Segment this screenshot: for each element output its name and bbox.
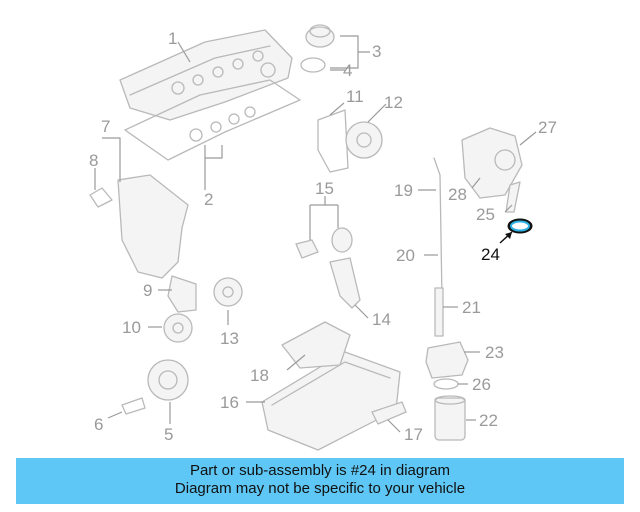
- callout-6: 6: [94, 415, 103, 434]
- callout-1: 1: [168, 29, 177, 48]
- callout-4: 4: [343, 61, 352, 80]
- callout-15: 15: [315, 179, 334, 198]
- oil-filter-assembly: [425, 341, 469, 441]
- callout-18: 18: [250, 366, 269, 385]
- callout-22: 22: [479, 411, 498, 430]
- dipstick-and-tube: [433, 157, 444, 337]
- callout-13: 13: [220, 329, 239, 348]
- banner-line-1: Part or sub-assembly is #24 in diagram: [189, 462, 451, 479]
- highlighted-seal-24: [507, 218, 533, 234]
- callout-19: 19: [394, 181, 413, 200]
- callout-14: 14: [372, 310, 391, 329]
- timing-belt-and-sprocket: [317, 109, 383, 173]
- callout-16: 16: [220, 393, 239, 412]
- callout-10: 10: [122, 318, 141, 337]
- callout-25: 25: [476, 205, 495, 224]
- callout-26: 26: [472, 375, 491, 394]
- crankshaft-pulley: [121, 359, 189, 415]
- callout-24: 24: [481, 245, 500, 264]
- callout-3: 3: [372, 42, 381, 61]
- oil-pump-housing: [461, 127, 523, 213]
- banner-line-2: Diagram may not be specific to your vehi…: [174, 480, 466, 497]
- callout-9: 9: [143, 281, 152, 300]
- tensioner-parts: [295, 227, 361, 309]
- callout-7: 7: [101, 117, 110, 136]
- parts-diagram: 1 2 3 4 5 6 7 8 9 10 11 12 13 14 15 16 1…: [89, 24, 557, 451]
- leader-lines: [94, 35, 537, 433]
- callout-28: 28: [448, 185, 467, 204]
- callout-2: 2: [204, 190, 213, 209]
- callout-5: 5: [164, 425, 173, 444]
- callout-12: 12: [384, 93, 403, 112]
- info-banner: Part or sub-assembly is #24 in diagram D…: [16, 458, 624, 504]
- lower-timing-parts: [163, 275, 243, 343]
- callout-27: 27: [538, 118, 557, 137]
- callout-labels: 1 2 3 4 5 6 7 8 9 10 11 12 13 14 15 16 1…: [89, 29, 557, 444]
- callout-23: 23: [485, 343, 504, 362]
- callout-17: 17: [404, 425, 423, 444]
- callout-21: 21: [462, 298, 481, 317]
- valve-cover-gasket: [124, 79, 301, 161]
- callout-20: 20: [396, 246, 415, 265]
- oil-pan: [261, 321, 407, 451]
- callout-11: 11: [346, 87, 364, 106]
- timing-belt-cover: [89, 174, 189, 279]
- oil-filler-cap: [300, 24, 335, 73]
- valve-cover: [119, 29, 293, 121]
- callout-8: 8: [89, 151, 98, 170]
